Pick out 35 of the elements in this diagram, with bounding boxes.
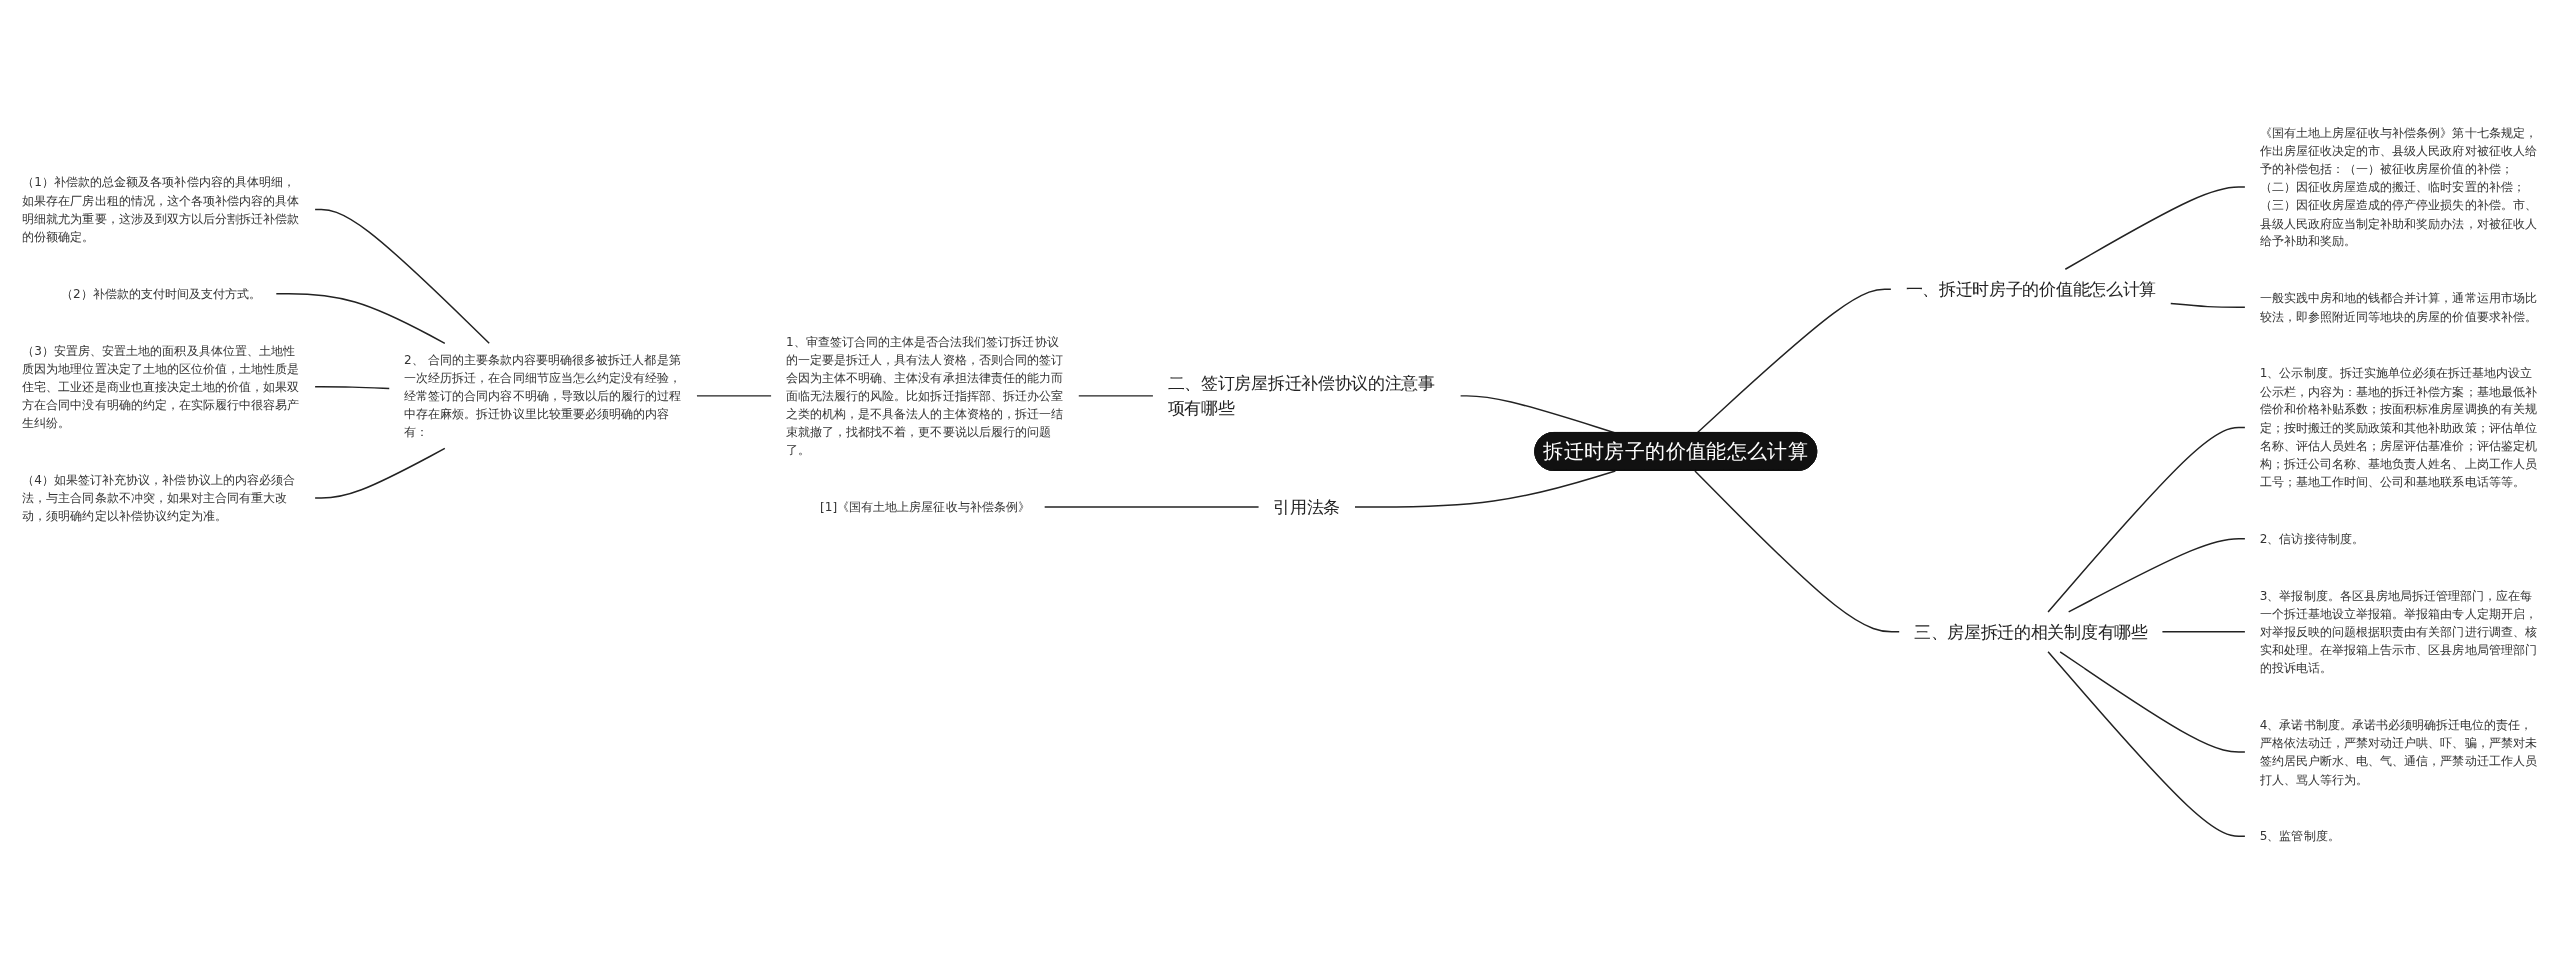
node-text: 《国有土地上房屋征收与补偿条例》第十七条规定，作出房屋征收决定的市、县级人民政府对被征收人给予的补偿包括：（一）被征收房屋价值的补偿；（二）因征收房屋造成的搬迁、临时安置的补偿；（三）因征收房屋造成的停产停业损失的补偿。市、县级人民政府应当制定补助和奖励办法，对被征收人给予补助和奖励。 — [2259, 125, 2537, 248]
connector — [275, 292, 446, 344]
node-text: （1）补偿款的总金额及各项补偿内容的具体明细，如果存在厂房出租的情况，这个各项补偿内容的具体明细就尤为重要，这涉及到双方以后分割拆迁补偿款的份额确定。 — [22, 175, 300, 244]
connector — [314, 447, 446, 499]
node-text: （2）补偿款的支付时间及支付方式。 — [61, 286, 262, 301]
node-text: 2、 合同的主要条款内容要明确很多被拆迁人都是第一次经历拆迁，在合同细节应当怎么约定没有经验，经常签订的合同内容不明确，导致以后的履行的过程中存在麻烦。拆迁协议里比较重要必须明确的内容有： — [404, 352, 682, 439]
node-text: （3）安置房、安置土地的面积及具体位置、土地性质因为地理位置决定了土地的区位价值，土地性质是住宅、工业还是商业也直接决定土地的价值，如果双方在合同中没有明确的约定，在实际履行中很容易产生纠纷。 — [22, 343, 300, 430]
connector — [696, 395, 772, 397]
connector — [1043, 506, 1260, 508]
connector — [2059, 651, 2246, 753]
connector — [2047, 651, 2246, 837]
connector — [1696, 288, 1892, 434]
node-text: 5、监管制度。 — [2259, 829, 2340, 843]
connector — [2170, 302, 2246, 308]
connector — [2064, 186, 2246, 270]
node-text: 一、拆迁时房子的价值能怎么计算 — [1905, 279, 2156, 299]
connector — [314, 208, 490, 344]
node-text: 1、公示制度。拆迁实施单位必须在拆迁基地内设立公示栏，内容为：基地的拆迁补偿方案；基地最低补偿价和价格补贴系数；按面积标准房屋调换的有关规定；按时搬迁的奖励政策和其他补助政策；评估单位名称、评估人员姓名；房屋评估基准价；评估鉴定机构；拆迁公司名称、基地负责人姓名、上岗工作人员工号；基地工作时间、公司和基地联系电话等等。 — [2259, 366, 2537, 489]
node-text: 4、承诺书制度。承诺书必须明确拆迁电位的责任，严格依法动迁，严禁对动迁户哄、吓、骗，严禁对未签约居民户断水、电、气、通信，严禁动迁工作人员打人、骂人等行为。 — [2259, 717, 2537, 786]
node-text: 二、签订房屋拆迁补偿协议的注意事项有哪些 — [1167, 373, 1435, 419]
connector — [1078, 395, 1154, 397]
connector — [2067, 538, 2246, 613]
node-text: （4）如果签订补充协议，补偿协议上的内容必须合法，与主合同条款不冲突，如果对主合同有重大改动，须明确约定以补偿协议约定为准。 — [22, 472, 295, 523]
node-text: 三、房屋拆迁的相关制度有哪些 — [1914, 622, 2148, 642]
connector — [1694, 470, 1900, 633]
node-text: 2、信访接待制度。 — [2259, 531, 2364, 546]
node-text: 引用法条 — [1273, 497, 1341, 517]
connector — [314, 386, 390, 390]
connector — [2047, 426, 2246, 613]
connector — [2161, 631, 2246, 633]
connector — [1354, 470, 1617, 508]
node-text: [1]《国有土地上房屋征收与补偿条例》 — [820, 499, 1030, 514]
node-text: 3、举报制度。各区县房地局拆迁管理部门，应在每一个拆迁基地设立举报箱。举报箱由专人定期开启，对举报反映的问题根据职责由有关部门进行调查、核实和处理。在举报箱上告示市、区县房地局管理部门的投诉电话。 — [2259, 588, 2537, 675]
node-text: 一般实践中房和地的钱都合并计算，通常运用市场比较法，即参照附近同等地块的房屋的价值要求补偿。 — [2259, 291, 2537, 324]
node-text: 1、审查签订合同的主体是否合法我们签订拆迁协议的一定要是拆迁人，具有法人资格，否则合同的签订会因为主体不明确、主体没有承担法律责任的能力而面临无法履行的风险。比如拆迁指挥部、拆迁办公室之类的机构，是不具备法人的主体资格的，拆迁一结束就撤了，找都找不着，更不要说以后履行的问题了。 — [785, 334, 1064, 457]
